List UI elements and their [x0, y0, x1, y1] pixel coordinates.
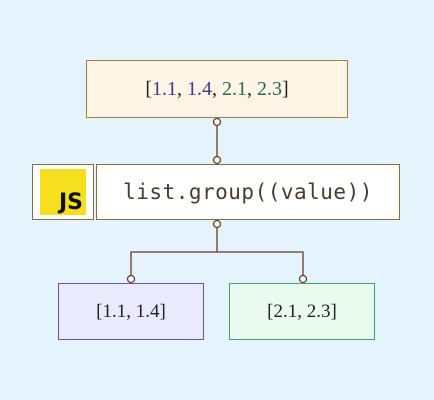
- input-separator-3: ,: [247, 77, 257, 100]
- output-group-1-text: [1.1, 1.4]: [96, 300, 166, 322]
- code-expression: list.group((value)): [123, 180, 373, 204]
- output-group-2-text: [2.1, 2.3]: [267, 300, 337, 322]
- connector-port-group1: [126, 274, 136, 284]
- input-value-2: 1.4: [187, 77, 212, 100]
- connector-port-code-in: [212, 155, 222, 165]
- javascript-logo-text: JS: [58, 190, 83, 215]
- input-separator-2: ,: [212, 77, 222, 100]
- connector-port-top: [212, 117, 222, 127]
- input-value-4: 2.3: [257, 77, 282, 100]
- connector-port-group2: [298, 274, 308, 284]
- code-expression-box: list.group((value)): [96, 164, 400, 220]
- output-group-2-box: [2.1, 2.3]: [229, 283, 375, 340]
- input-open-bracket: [: [145, 77, 152, 100]
- connector-port-code-out: [212, 219, 222, 229]
- input-close-bracket: ]: [282, 77, 289, 100]
- input-value-3: 2.1: [222, 77, 247, 100]
- js-badge: JS: [32, 164, 94, 220]
- input-separator-1: ,: [177, 77, 187, 100]
- javascript-logo-icon: JS: [40, 169, 86, 215]
- output-group-1-box: [1.1, 1.4]: [58, 283, 204, 340]
- input-array-box: [ 1.1 , 1.4 , 2.1 , 2.3 ]: [86, 60, 348, 118]
- split-connector: [130, 251, 304, 279]
- input-value-1: 1.1: [152, 77, 177, 100]
